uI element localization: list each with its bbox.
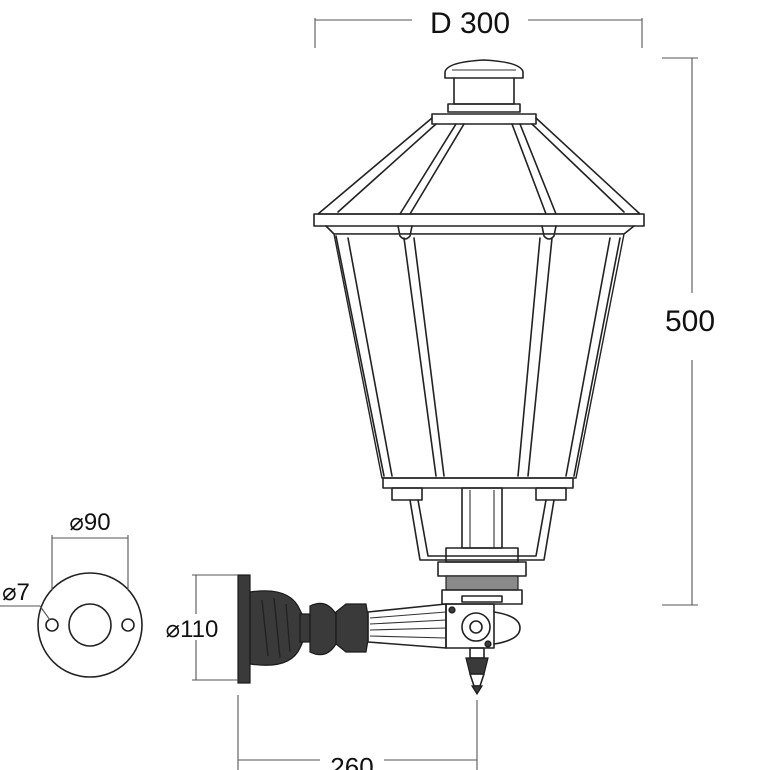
- lantern: [313, 59, 645, 605]
- dimension-height: 500: [662, 57, 715, 606]
- dimension-plate-height: ⌀110: [166, 574, 238, 681]
- dimension-label-projection: 260: [330, 752, 373, 770]
- dimension-label-hole-spacing: ⌀90: [69, 509, 110, 536]
- wall-plate-front-view: ⌀90 ⌀7: [0, 509, 143, 678]
- plate-center-hole: [68, 603, 112, 647]
- wall-plate: [237, 574, 251, 684]
- dimension-label-plate: ⌀110: [166, 616, 219, 643]
- dimension-label-width: D 300: [430, 7, 510, 40]
- plate-outline: [37, 572, 143, 678]
- lantern-roof: [313, 113, 645, 227]
- pendant: [465, 647, 489, 696]
- finial: [444, 59, 524, 113]
- plate-mount-hole-left: [45, 618, 59, 632]
- dimension-label-height: 500: [665, 305, 715, 338]
- dimension-label-hole-diameter: ⌀7: [2, 579, 30, 606]
- plate-mount-hole-right: [121, 618, 135, 632]
- dimension-projection: 260: [237, 695, 478, 770]
- arm-ornament: [309, 602, 337, 656]
- dimension-width: D 300: [314, 7, 643, 48]
- lantern-base: [382, 477, 574, 605]
- wall-arm: [237, 574, 521, 696]
- lantern-body: [325, 225, 635, 479]
